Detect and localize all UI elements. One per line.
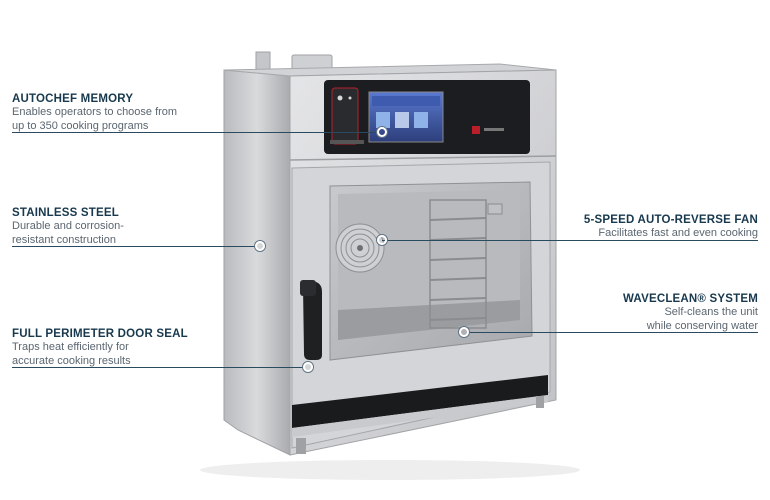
waveclean-title: WAVECLEAN® SYSTEM bbox=[623, 293, 758, 305]
fan-title: 5-SPEED AUTO-REVERSE FAN bbox=[583, 214, 758, 226]
steel-title: STAINLESS STEEL bbox=[12, 207, 119, 219]
waveclean-leader-line bbox=[468, 332, 758, 333]
waveclean-desc-2: while conserving water bbox=[646, 319, 758, 332]
fan-desc-1: Facilitates fast and even cooking bbox=[598, 227, 758, 239]
autochef-desc-2: up to 350 cooking programs bbox=[12, 119, 149, 132]
waveclean-desc-1: Self-cleans the unit bbox=[664, 306, 758, 318]
seal-callout: FULL PERIMETER DOOR SEAL Traps heat effi… bbox=[12, 327, 188, 368]
autochef-desc-1: Enables operators to choose from bbox=[12, 106, 178, 118]
steel-marker bbox=[255, 241, 265, 251]
steel-desc-1: Durable and corrosion- bbox=[12, 220, 124, 232]
seal-desc-1: Traps heat efficiently for bbox=[12, 341, 129, 353]
autochef-marker bbox=[377, 127, 387, 137]
steel-leader-line bbox=[12, 246, 256, 247]
autochef-leader-line bbox=[12, 132, 376, 133]
fan-marker bbox=[377, 235, 387, 245]
waveclean-marker bbox=[459, 327, 469, 337]
fan-leader-line bbox=[382, 240, 758, 241]
steel-callout: STAINLESS STEEL Durable and corrosion- r… bbox=[12, 206, 124, 247]
fan-callout: 5-SPEED AUTO-REVERSE FAN Facilitates fas… bbox=[584, 213, 758, 241]
seal-title: FULL PERIMETER DOOR SEAL bbox=[12, 328, 188, 340]
seal-desc-2: accurate cooking results bbox=[12, 354, 131, 367]
seal-marker bbox=[303, 362, 313, 372]
waveclean-callout: WAVECLEAN® SYSTEM Self-cleans the unit w… bbox=[623, 292, 758, 333]
autochef-title: AUTOCHEF MEMORY bbox=[12, 93, 134, 105]
seal-leader-line bbox=[12, 367, 304, 368]
steel-desc-2: resistant construction bbox=[12, 233, 116, 246]
autochef-callout: AUTOCHEF MEMORY Enables operators to cho… bbox=[12, 92, 177, 133]
